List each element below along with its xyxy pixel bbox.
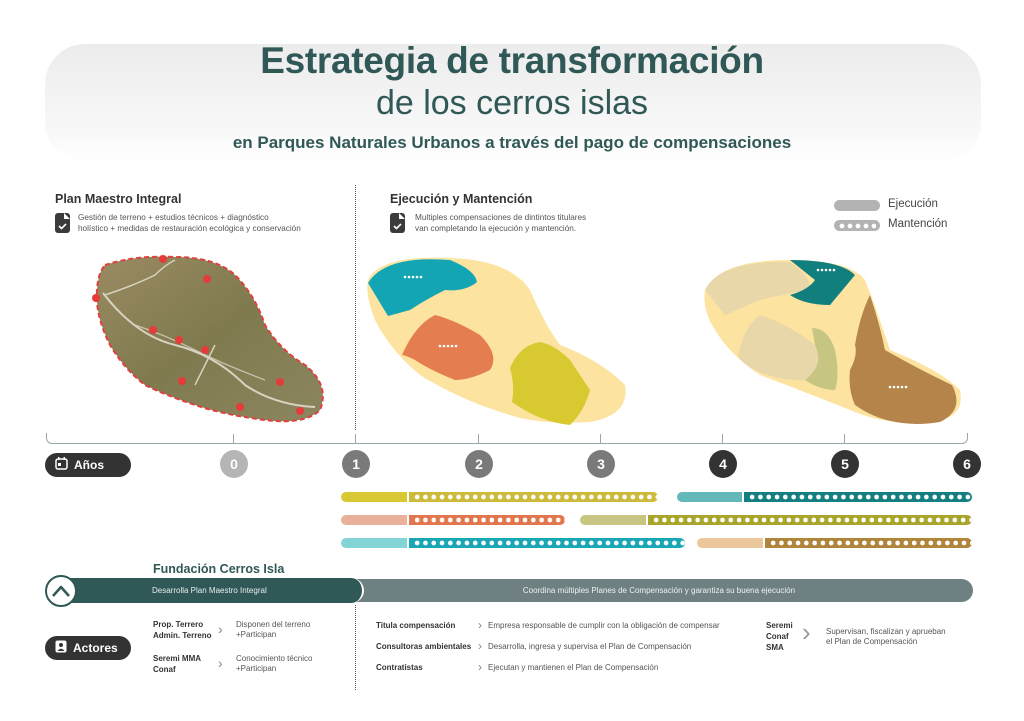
aerial-site-map <box>65 245 335 430</box>
phase-divider-bottom <box>355 605 356 690</box>
bar-execution <box>697 538 763 548</box>
bar-execution <box>580 515 646 525</box>
plan-maestro-description: Gestión de terreno + estudios técnicos +… <box>78 213 301 234</box>
chevron-right-icon: › <box>478 639 482 653</box>
site-map-stage-year-2 <box>360 250 640 430</box>
calendar-icon <box>55 457 68 473</box>
years-label: Años <box>74 458 104 472</box>
actor-name: Prop. Terrero <box>153 620 204 629</box>
desc-line: Multiples compensaciones de dintintos ti… <box>415 213 587 222</box>
year-5: 5 <box>831 450 859 478</box>
bar-execution <box>677 492 742 502</box>
desc-line: van completando la ejecución y mantenció… <box>415 223 577 233</box>
actor-name: Admin. Terreno <box>153 631 212 640</box>
page-subtitle: en Parques Naturales Urbanos a través de… <box>232 133 792 152</box>
actor-group: Seremi MMA Conaf <box>153 653 201 675</box>
actor-role-line: Supervisan, fiscalizan y aprueban <box>826 627 946 636</box>
actor-role-line: +Participan <box>236 664 277 673</box>
fundacion-phase1-label: Desarrolla Plan Maestro Integral <box>152 586 267 595</box>
actor-name: Seremi MMA <box>153 654 202 663</box>
chevron-right-icon: › <box>478 618 482 632</box>
fundacion-phase2-bar: Coordina múltiples Planes de Compensació… <box>345 579 973 602</box>
legend-ejecucion-swatch <box>834 200 880 211</box>
desc-line: Gestión de terreno + estudios técnicos +… <box>78 213 269 222</box>
year-6: 6 <box>953 450 981 478</box>
page-title: Estrategia de transformación <box>260 40 764 81</box>
page-title-line2: de los cerros islas <box>375 84 649 122</box>
chevron-right-icon: › <box>218 621 223 637</box>
site-map-stage-year-5 <box>690 250 980 430</box>
bar-execution <box>341 515 407 525</box>
fundacion-phase1-bar: Desarrolla Plan Maestro Integral <box>62 578 364 603</box>
bar-maintenance <box>407 515 565 525</box>
document-check-icon <box>390 213 405 233</box>
actor-role: Disponen del terreno +Participan <box>236 620 310 640</box>
actor-role: Empresa responsable de cumplir con la ob… <box>488 621 720 630</box>
person-badge-icon <box>55 640 67 656</box>
axis-tick <box>355 434 356 443</box>
chevron-right-icon: › <box>802 617 811 647</box>
year-1: 1 <box>342 450 370 478</box>
actor-role: Supervisan, fiscalizan y aprueban el Pla… <box>826 627 946 647</box>
actor-role: Ejecutan y mantienen el Plan de Compensa… <box>488 663 659 672</box>
actor-role-line: Disponen del terreno <box>236 620 311 629</box>
ejecucion-title: Ejecución y Mantención <box>390 192 533 206</box>
legend-mantencion-swatch <box>834 220 880 231</box>
phase-divider <box>355 185 356 430</box>
actor-group: Seremi Conaf SMA <box>766 620 793 653</box>
ejecucion-description: Multiples compensaciones de dintintos ti… <box>415 213 586 234</box>
actor-name: Consultoras ambientales <box>376 642 472 651</box>
bar-maintenance <box>646 515 972 525</box>
years-label-pill: Años <box>45 453 131 477</box>
year-4: 4 <box>709 450 737 478</box>
actor-role: Conocimiento técnico +Participan <box>236 654 312 674</box>
legend-ejecucion-label: Ejecución <box>888 198 938 210</box>
desc-line: holístico + medidas de restauración ecol… <box>78 223 301 233</box>
plan-maestro-title: Plan Maestro Integral <box>55 192 182 206</box>
year-0: 0 <box>220 450 248 478</box>
bar-maintenance <box>742 492 972 502</box>
chevron-right-icon: › <box>478 660 482 674</box>
fundacion-title: Fundación Cerros Isla <box>153 562 285 576</box>
actor-name: Conaf <box>766 632 789 641</box>
axis-tick <box>233 434 234 443</box>
actor-role-line: Conocimiento técnico <box>236 654 313 663</box>
fundacion-phase2-label: Coordina múltiples Planes de Compensació… <box>522 586 796 595</box>
axis-tick <box>722 434 723 443</box>
fundacion-logo-icon <box>45 575 77 607</box>
bar-execution <box>341 538 407 548</box>
actores-label: Actores <box>73 641 118 655</box>
legend-mantencion-label: Mantención <box>888 218 948 230</box>
bar-maintenance <box>407 538 685 548</box>
actores-label-pill: Actores <box>45 636 131 660</box>
bar-execution <box>341 492 407 502</box>
axis-tick <box>600 434 601 443</box>
header-banner <box>45 44 981 162</box>
bar-maintenance <box>407 492 658 502</box>
bar-maintenance <box>763 538 972 548</box>
actor-name: Titula compensación <box>376 621 456 630</box>
actor-name: Seremi <box>766 621 793 630</box>
year-3: 3 <box>587 450 615 478</box>
actor-name: Contratistas <box>376 663 423 672</box>
actor-name: SMA <box>766 643 784 652</box>
actor-name: Conaf <box>153 665 176 674</box>
actor-group: Prop. Terrero Admin. Terreno <box>153 619 212 641</box>
axis-tick <box>844 434 845 443</box>
timeline-axis <box>46 433 968 444</box>
year-2: 2 <box>465 450 493 478</box>
axis-tick <box>478 434 479 443</box>
actor-role: Desarrolla, ingresa y supervisa el Plan … <box>488 642 692 651</box>
chevron-right-icon: › <box>218 655 223 671</box>
actor-role-line: +Participan <box>236 630 277 639</box>
document-check-icon <box>55 213 70 233</box>
actor-role-line: el Plan de Compensación <box>826 637 918 646</box>
